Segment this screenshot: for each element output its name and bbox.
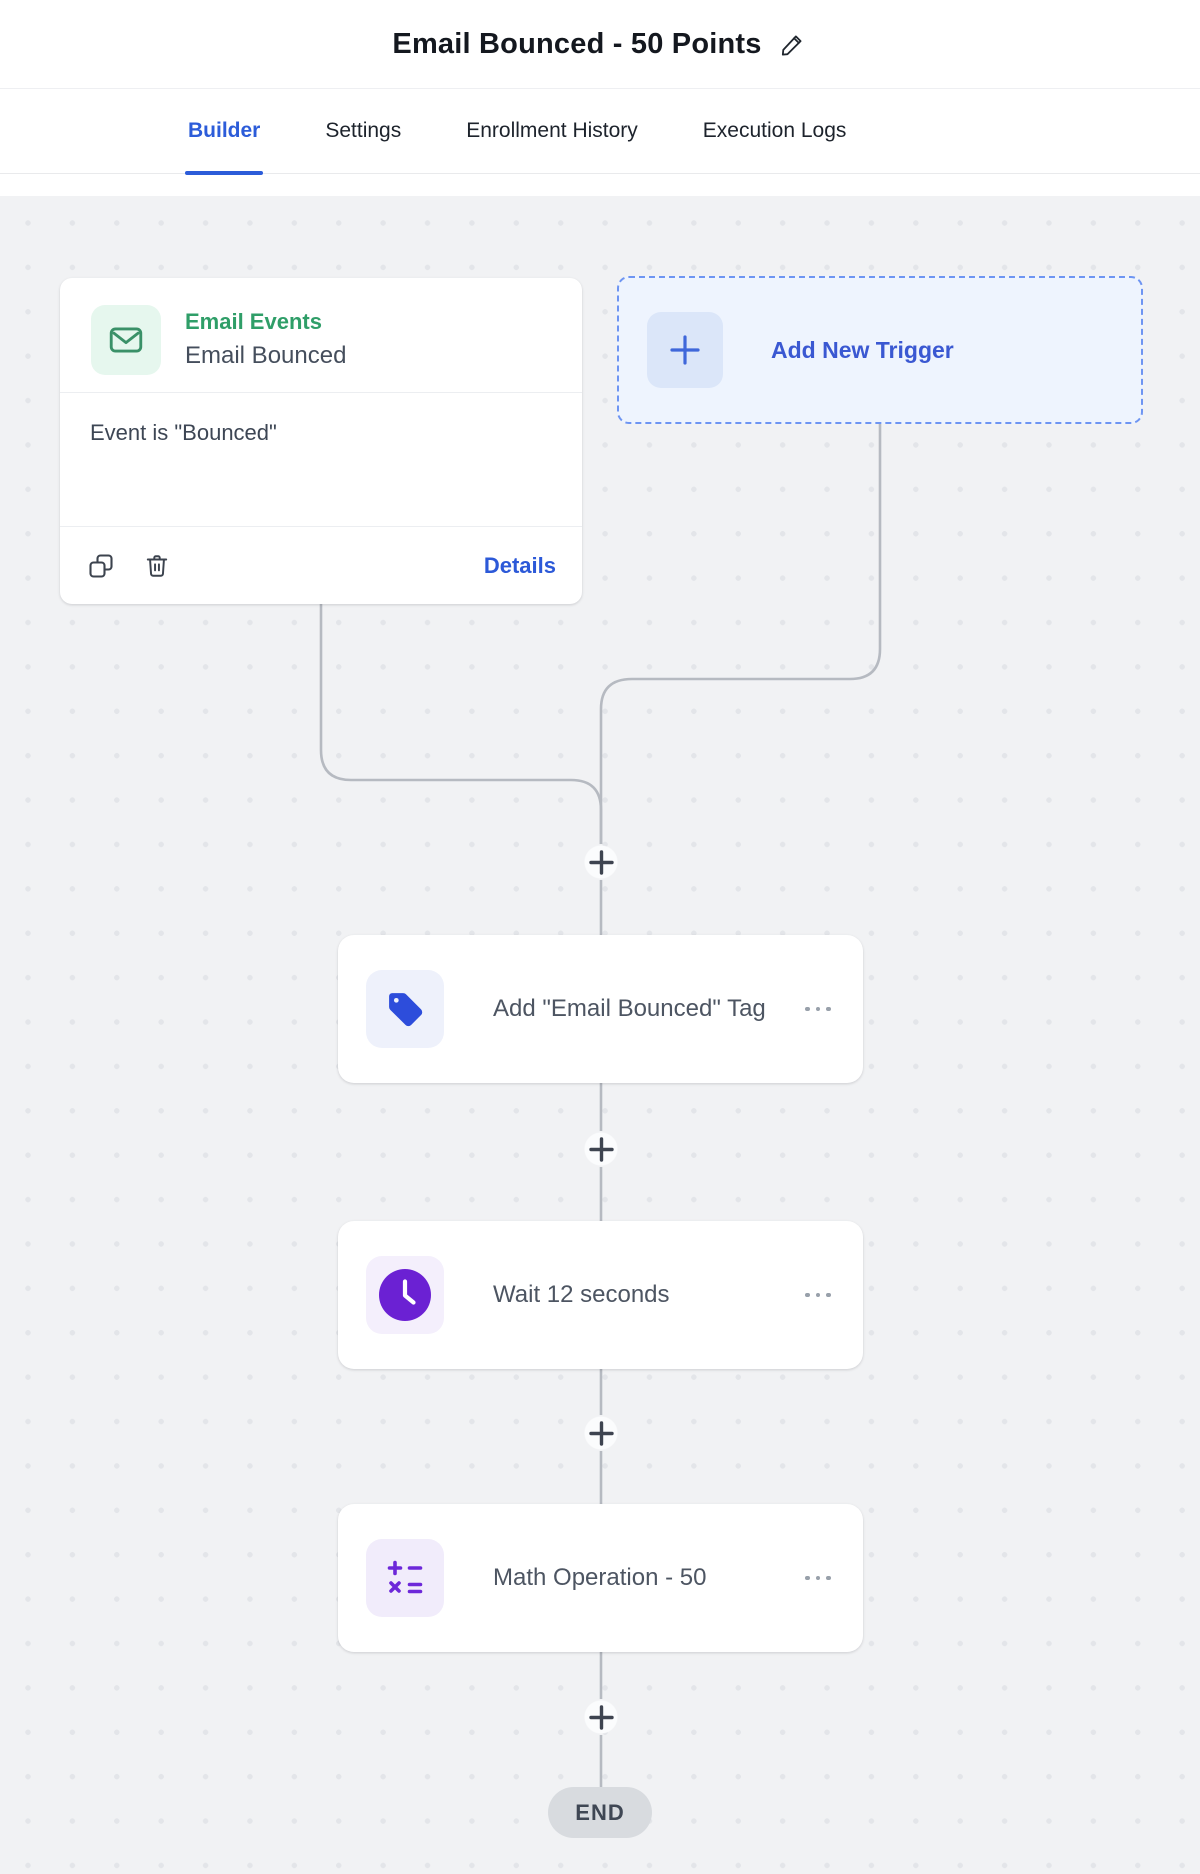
plus-icon (670, 335, 700, 365)
tab-builder[interactable]: Builder (184, 89, 264, 175)
math-icon (387, 1560, 423, 1594)
tab-bar: Builder Settings Enrollment History Exec… (0, 89, 1200, 175)
delete-button[interactable] (142, 551, 172, 581)
trigger-card-body: Event is "Bounced" (60, 392, 582, 526)
title-bar: Email Bounced - 50 Points (0, 0, 1200, 89)
tag-icon-badge (366, 970, 444, 1048)
page-title: Email Bounced - 50 Points (392, 27, 762, 60)
pencil-icon (782, 35, 802, 56)
step-card-add-tag[interactable]: Add "Email Bounced" Tag (338, 935, 863, 1083)
step-menu-button[interactable] (803, 1568, 833, 1589)
step-menu-button[interactable] (803, 1285, 833, 1306)
tab-execution-logs[interactable]: Execution Logs (702, 119, 847, 142)
connector-lines (319, 424, 882, 1787)
step-menu-button[interactable] (803, 999, 833, 1020)
trigger-condition: Event is "Bounced" (90, 420, 277, 445)
details-link[interactable]: Details (483, 552, 556, 578)
step-label: Wait 12 seconds (493, 1281, 670, 1308)
trigger-card-footer: Details (60, 526, 582, 604)
duplicate-button[interactable] (86, 551, 116, 581)
tag-icon (388, 992, 422, 1026)
trigger-title: Email Bounced (185, 342, 347, 369)
edit-title-button[interactable] (778, 29, 808, 59)
step-label: Add "Email Bounced" Tag (493, 995, 766, 1022)
add-step-button-1[interactable] (579, 840, 623, 884)
plus-icon (588, 849, 614, 875)
add-step-button-3[interactable] (579, 1411, 623, 1455)
step-card-math-operation[interactable]: Math Operation - 50 (338, 1504, 863, 1652)
envelope-icon (109, 327, 143, 353)
workflow-canvas[interactable]: Email Events Email Bounced Event is "Bou… (0, 196, 1200, 1874)
step-label: Math Operation - 50 (493, 1564, 707, 1591)
trigger-card-header: Email Events Email Bounced (60, 278, 582, 392)
clock-icon (379, 1269, 431, 1321)
email-events-icon-badge (91, 305, 161, 375)
clock-icon-badge (366, 1256, 444, 1334)
end-node: END (548, 1787, 652, 1838)
plus-icon (588, 1420, 614, 1446)
plus-icon (588, 1704, 614, 1730)
add-step-button-2[interactable] (579, 1127, 623, 1171)
step-card-wait[interactable]: Wait 12 seconds (338, 1221, 863, 1369)
add-new-trigger-label: Add New Trigger (771, 336, 954, 363)
trash-icon (146, 554, 168, 577)
trigger-card-email-bounced[interactable]: Email Events Email Bounced Event is "Bou… (60, 278, 582, 604)
plus-icon (588, 1136, 614, 1162)
add-new-trigger-button[interactable]: Add New Trigger (617, 276, 1143, 424)
tab-enrollment-history[interactable]: Enrollment History (466, 119, 638, 142)
add-step-button-4[interactable] (579, 1695, 623, 1739)
trigger-category: Email Events (185, 309, 322, 334)
tab-settings[interactable]: Settings (325, 119, 402, 142)
copy-icon (89, 553, 113, 578)
math-icon-badge (366, 1539, 444, 1617)
plus-icon-badge (647, 312, 723, 388)
